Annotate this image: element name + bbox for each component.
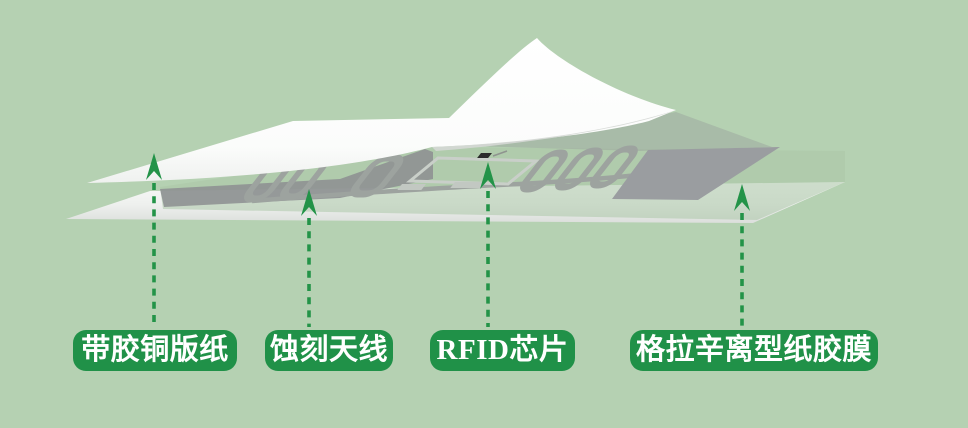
- label-release-liner-text: 格拉辛离型纸胶膜: [635, 334, 872, 366]
- etched-antenna-traces: [244, 145, 780, 204]
- rfid-chip: [477, 153, 492, 158]
- chip-bond-wire: [492, 150, 508, 157]
- callout-arrows: [146, 153, 750, 327]
- label-rfid-chip: RFID芯片: [430, 330, 575, 371]
- antenna-end-pad: [612, 147, 780, 200]
- label-etched-antenna-text: 蚀刻天线: [269, 334, 388, 366]
- callout-arrow-rfid-chip: [480, 162, 496, 327]
- label-release-liner: 格拉辛离型纸胶膜: [630, 330, 878, 371]
- callout-arrow-release-liner: [734, 184, 750, 327]
- coated-paper-layer: [87, 38, 676, 183]
- paper-fold-shading: [432, 110, 676, 151]
- antenna-loop: [555, 147, 603, 191]
- antenna-stub: [450, 182, 485, 188]
- label-etched-antenna: 蚀刻天线: [265, 330, 393, 371]
- antenna-loop: [520, 149, 568, 193]
- label-rfid-chip-text: RFID芯片: [436, 334, 569, 366]
- antenna-loop: [350, 154, 404, 198]
- label-coated-paper: 带胶铜版纸: [73, 330, 237, 371]
- antenna-loop: [590, 145, 638, 189]
- callout-arrow-coated-paper: [146, 153, 162, 327]
- label-coated-paper-text: 带胶铜版纸: [81, 334, 229, 366]
- curl-shadow: [470, 112, 772, 151]
- callout-arrow-etched-antenna: [301, 189, 317, 327]
- antenna-stub: [397, 184, 426, 190]
